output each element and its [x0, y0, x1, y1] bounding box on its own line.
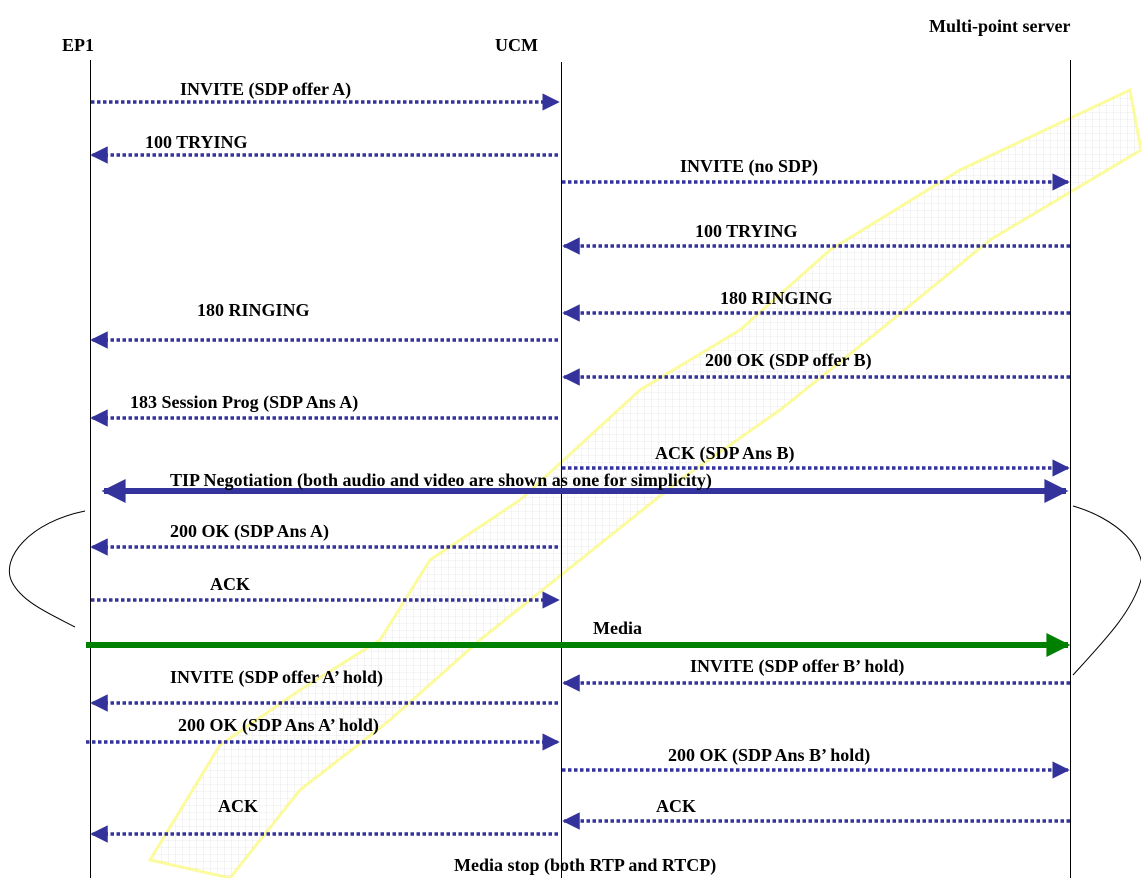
message-label: 200 OK (SDP Ans B’ hold)	[668, 745, 870, 766]
message-ack-sdp-ans-b: ACK (SDP Ans B)	[562, 443, 1070, 477]
message-label: ACK	[210, 574, 250, 594]
message-invite-offer-b-hold: INVITE (SDP offer B’ hold)	[562, 656, 1070, 692]
message-tip-negotiation: TIP Negotiation (both audio and video ar…	[101, 470, 1069, 503]
media-stop-label: Media stop (both RTP and RTCP)	[454, 855, 716, 876]
message-180-ringing-to-ucm: 180 RINGING	[562, 288, 1070, 322]
message-label: INVITE (SDP offer B’ hold)	[690, 656, 904, 677]
message-180-ringing-to-ep1: 180 RINGING	[90, 300, 558, 349]
message-label: INVITE (no SDP)	[680, 156, 818, 177]
right-bracket-curve	[1072, 505, 1141, 676]
message-100-trying-to-ucm: 100 TRYING	[562, 221, 1070, 255]
message-ack-ep1: ACK	[91, 574, 560, 609]
message-label: 183 Session Prog (SDP Ans A)	[130, 392, 358, 413]
message-label: 180 RINGING	[197, 300, 310, 320]
message-label: ACK	[656, 796, 696, 816]
message-label: Media	[593, 618, 642, 638]
message-label: 200 OK (SDP Ans A)	[170, 521, 329, 542]
message-100-trying-to-ep1: 100 TRYING	[90, 132, 558, 164]
message-ack-to-ep1: ACK	[90, 796, 558, 843]
message-label: 100 TRYING	[695, 221, 798, 241]
message-label: 100 TRYING	[145, 132, 248, 152]
message-label: 200 OK (SDP offer B)	[705, 350, 872, 371]
message-label: 200 OK (SDP Ans A’ hold)	[178, 715, 379, 736]
message-label: ACK	[218, 796, 258, 816]
message-media: Media	[86, 618, 1071, 657]
participant-label-ucm: UCM	[495, 35, 538, 55]
message-200-ok-sdp-ans-a: 200 OK (SDP Ans A)	[90, 521, 558, 556]
message-label: INVITE (SDP offer A’ hold)	[170, 667, 383, 688]
message-invite-no-sdp: INVITE (no SDP)	[562, 156, 1070, 191]
message-label: ACK (SDP Ans B)	[655, 443, 795, 464]
message-183-session-prog: 183 Session Prog (SDP Ans A)	[90, 392, 558, 427]
left-bracket-curve	[8, 510, 86, 628]
message-200-ok-sdp-offer-b: 200 OK (SDP offer B)	[562, 350, 1070, 386]
message-invite-offer-a-hold: INVITE (SDP offer A’ hold)	[90, 667, 558, 712]
lifelines	[90, 60, 1071, 878]
participant-label-ep1: EP1	[62, 35, 94, 55]
message-200-ok-ans-b-hold: 200 OK (SDP Ans B’ hold)	[562, 745, 1070, 779]
message-200-ok-ans-a-hold: 200 OK (SDP Ans A’ hold)	[86, 715, 560, 751]
participant-label-multipoint-server: Multi-point server	[929, 16, 1070, 36]
message-label: TIP Negotiation (both audio and video ar…	[170, 470, 712, 491]
message-label: 180 RINGING	[720, 288, 833, 308]
message-ack-to-ucm: ACK	[562, 796, 1070, 830]
message-invite-sdp-offer-a: INVITE (SDP offer A)	[91, 79, 560, 111]
message-label: INVITE (SDP offer A)	[180, 79, 351, 100]
